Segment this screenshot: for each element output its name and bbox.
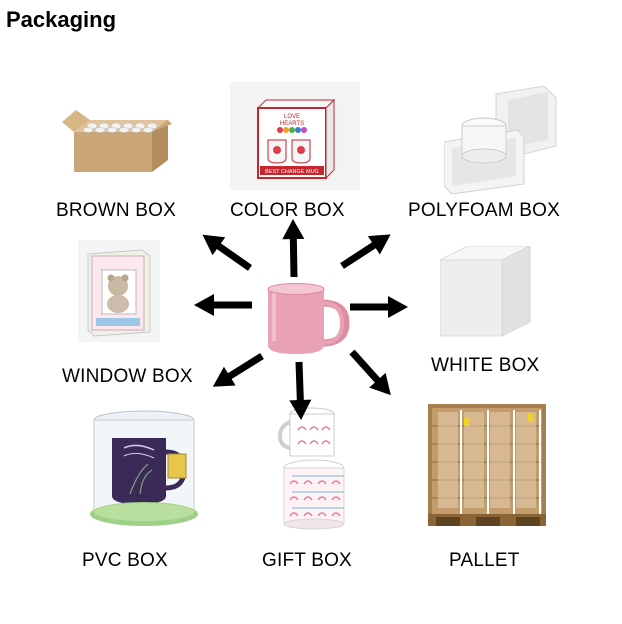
label-pvc-box: PVC BOX bbox=[82, 550, 168, 571]
color-box-text-love: LOVE bbox=[284, 114, 300, 120]
arrow-icon bbox=[202, 234, 253, 271]
label-polyfoam-box: POLYFOAM BOX bbox=[408, 200, 560, 221]
arrow-icon bbox=[212, 353, 264, 387]
arrow-icon bbox=[282, 219, 305, 278]
polyfoam-box-image bbox=[444, 86, 558, 194]
arrow-icon bbox=[340, 234, 391, 269]
color-box-text-mug: BEST CHANGE MUG bbox=[265, 169, 319, 175]
mug-icon bbox=[266, 283, 350, 355]
label-window-box: WINDOW BOX bbox=[62, 366, 193, 387]
page-title: Packaging bbox=[6, 7, 117, 32]
label-color-box: COLOR BOX bbox=[230, 200, 345, 221]
arrow-icon bbox=[194, 294, 252, 316]
label-pallet: PALLET bbox=[449, 550, 520, 571]
white-box-image bbox=[440, 246, 536, 338]
label-brown-box: BROWN BOX bbox=[56, 200, 177, 221]
color-box-image: LOVE HEARTS BEST CHANGE MUG bbox=[230, 82, 360, 190]
label-white-box: WHITE BOX bbox=[431, 355, 540, 376]
arrow-icon bbox=[350, 296, 408, 318]
arrow-icon bbox=[289, 361, 312, 420]
arrow-icon bbox=[349, 349, 391, 396]
gift-box-image bbox=[278, 404, 348, 530]
pallet-image bbox=[428, 404, 546, 526]
brown-box-image bbox=[62, 102, 174, 174]
color-box-text-hearts: HEARTS bbox=[280, 121, 304, 127]
pvc-box-image bbox=[86, 408, 204, 530]
window-box-image bbox=[78, 240, 160, 342]
label-gift-box: GIFT BOX bbox=[262, 550, 352, 571]
